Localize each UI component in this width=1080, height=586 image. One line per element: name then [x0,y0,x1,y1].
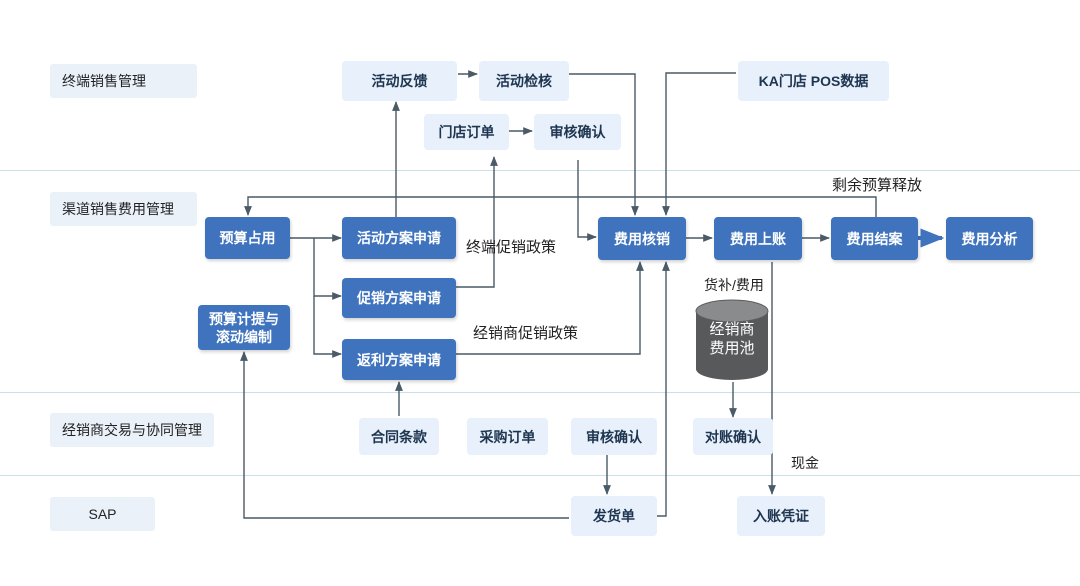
expense-post-node[interactable]: 费用上账 [714,217,802,260]
delivery-note-node[interactable]: 发货单 [571,496,657,536]
ka-store-pos-data-node[interactable]: KA门店 POS数据 [738,61,889,101]
arrow-remaining-budget-release [244,196,877,217]
arrow-delivery-to-verify [657,261,670,517]
promo-plan-apply-node[interactable]: 促销方案申请 [342,278,456,318]
review-confirm-node-bottom[interactable]: 审核确认 [571,418,657,455]
contract-terms-node[interactable]: 合同条款 [359,418,439,455]
activity-feedback-node[interactable]: 活动反馈 [342,61,457,101]
dealer-promo-policy-note: 经销商促销政策 [473,325,579,342]
dealer-expense-pool-label: 经销商 费用池 [709,321,755,357]
expense-analysis-node[interactable]: 费用分析 [946,217,1033,260]
expense-pool-cylinder [695,299,769,380]
arrow-review-to-verify [577,160,597,241]
remaining-budget-release-note: 剩余预算释放 [832,177,923,194]
lane-label-channel-expense: 渠道销售费用管理 [50,192,197,226]
lane-divider-3 [0,475,1080,476]
arrow-promo-to-store-order [456,156,498,288]
arrow-budget-to-rebate-plan [313,296,342,358]
review-confirm-node-top[interactable]: 审核确认 [534,114,621,150]
purchase-order-node[interactable]: 采购订单 [467,418,548,455]
expense-settle-node[interactable]: 费用结案 [831,217,918,260]
lane-divider-2 [0,392,1080,393]
budget-occupy-node[interactable]: 预算占用 [205,217,290,259]
goods-expense-note: 货补/费用 [704,277,764,293]
lane-label-sap: SAP [50,497,155,531]
arrow-delivery-to-accrual [240,351,569,519]
cash-note: 现金 [791,455,819,471]
rebate-plan-apply-node[interactable]: 返利方案申请 [342,339,456,380]
activity-plan-apply-node[interactable]: 活动方案申请 [342,217,456,259]
store-order-node[interactable]: 门店订单 [424,114,509,150]
activity-check-node[interactable]: 活动检核 [479,61,569,101]
arrow-rebate-to-verify [456,261,644,355]
entry-voucher-node[interactable]: 入账凭证 [737,496,825,536]
budget-accrual-rolling-node[interactable]: 预算计提与 滚动编制 [198,305,290,350]
lane-label-dealer-trade: 经销商交易与协同管理 [50,413,214,447]
arrow-budget-to-promo-plan [313,238,342,300]
arrow-pos-to-verify [662,72,736,216]
arrow-check-to-verify [569,73,639,216]
lane-divider-1 [0,170,1080,171]
lane-label-terminal-sales: 终端销售管理 [50,64,197,98]
expense-verify-node[interactable]: 费用核销 [598,217,686,260]
terminal-promo-policy-note: 终端促销政策 [466,239,557,256]
reconcile-confirm-node[interactable]: 对账确认 [693,418,773,455]
